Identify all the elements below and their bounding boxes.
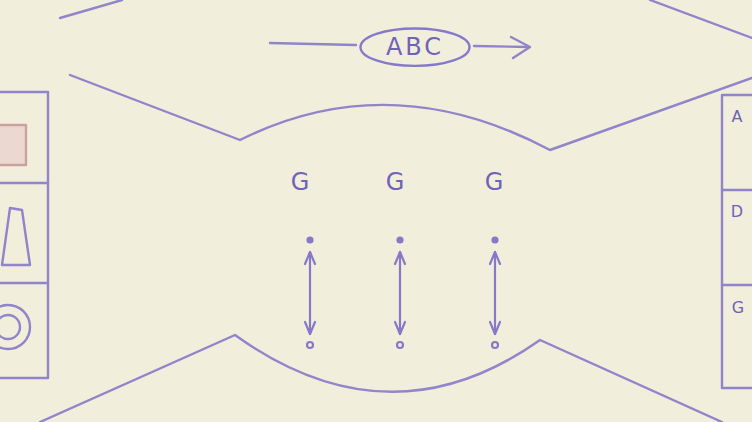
right-panel — [722, 95, 752, 388]
node-text: ABC — [359, 34, 471, 60]
tube-letter: G — [485, 170, 504, 194]
tube-lower-wall — [40, 335, 722, 422]
corner-line — [60, 0, 122, 18]
tube-letter: G — [386, 170, 405, 194]
output-line — [474, 46, 528, 47]
double-arrow-shaft — [309, 252, 311, 334]
double-arrow-shaft — [494, 252, 496, 334]
oval-node: ABC — [359, 27, 471, 67]
small-circle — [492, 342, 498, 348]
arrow-head — [490, 322, 500, 334]
double-arrow-shaft — [399, 252, 401, 334]
panel-divider — [722, 190, 752, 285]
input-line — [270, 43, 356, 45]
small-circle — [397, 342, 403, 348]
arrow-head — [395, 322, 405, 334]
arrow-head — [490, 252, 500, 264]
dot — [308, 238, 313, 243]
ring-icon — [0, 305, 30, 349]
tube-letter: G — [291, 170, 310, 194]
arrow-head — [395, 252, 405, 264]
corner-line — [650, 0, 752, 38]
left-panel — [0, 92, 48, 378]
arrow-head — [305, 252, 315, 264]
table-cell: D — [731, 204, 743, 220]
trapezoid-icon — [2, 208, 30, 265]
tube-upper-wall — [70, 75, 752, 150]
dot — [493, 238, 498, 243]
ring-icon — [0, 315, 20, 339]
table-cell: A — [732, 109, 743, 125]
arrow-head — [305, 322, 315, 334]
arrow-head — [511, 37, 530, 58]
table-cell: G — [732, 300, 744, 316]
small-circle — [307, 342, 313, 348]
small-box-icon — [0, 125, 26, 165]
dot — [398, 238, 403, 243]
panel-divider — [0, 183, 48, 283]
